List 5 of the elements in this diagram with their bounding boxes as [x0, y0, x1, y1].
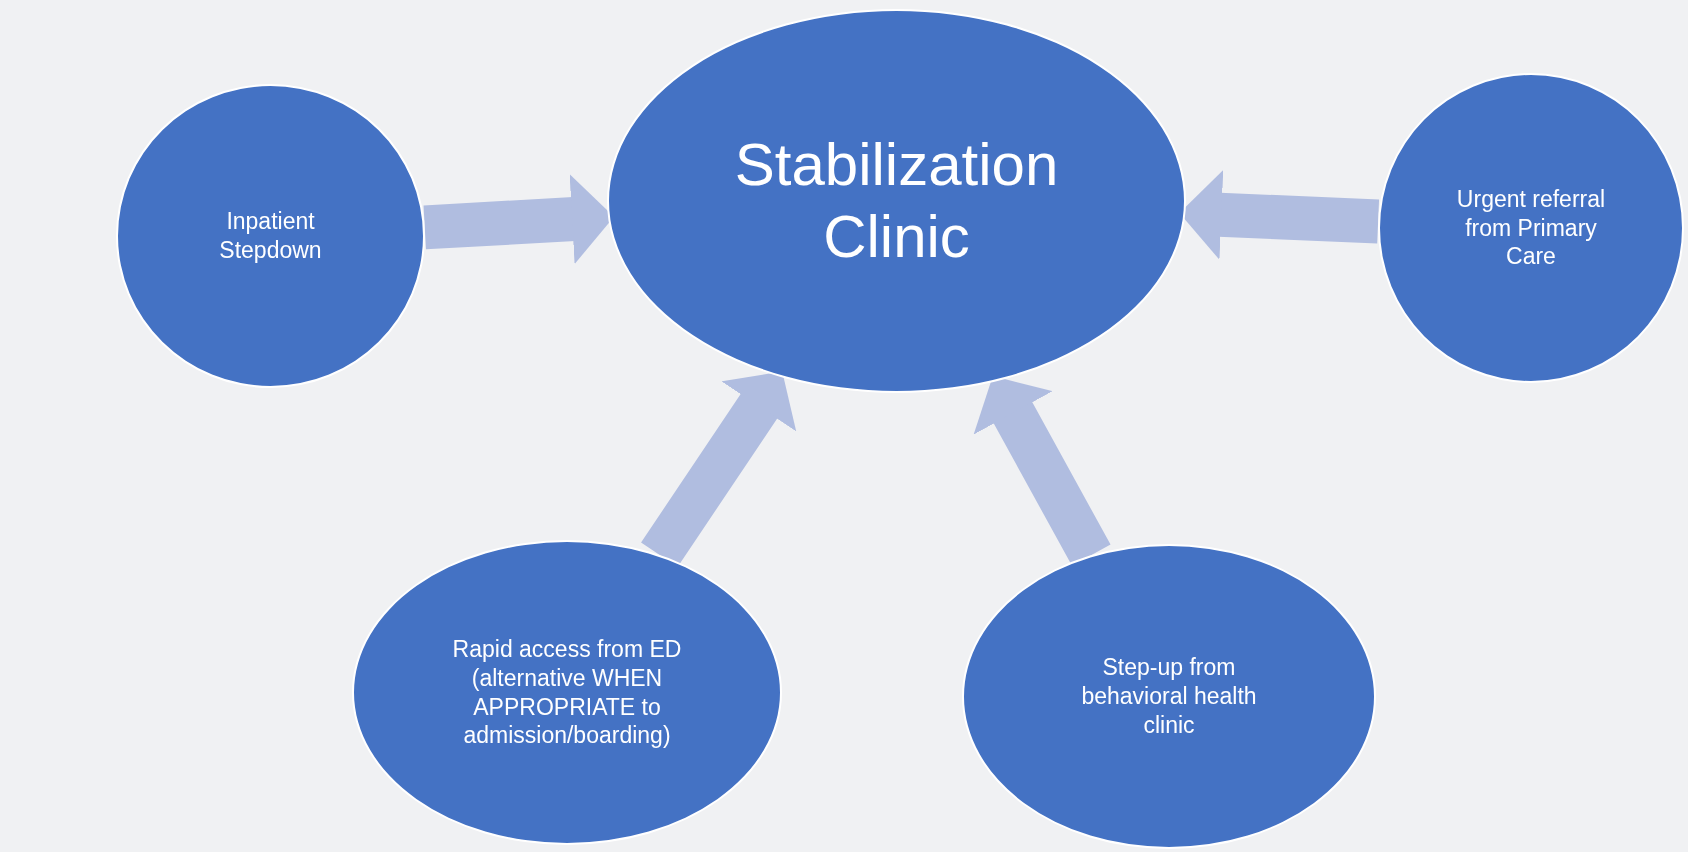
node-label: Rapid access from ED (alternative WHEN APPROPRIATE to admission/boarding) — [451, 635, 683, 750]
node-label: Urgent referral from Primary Care — [1455, 184, 1607, 272]
node-label: Inpatient Stepdown — [218, 207, 323, 265]
node-label: Stabilization Clinic — [733, 130, 1060, 272]
node-label: Step-up from behavioral health clinic — [1080, 653, 1258, 740]
